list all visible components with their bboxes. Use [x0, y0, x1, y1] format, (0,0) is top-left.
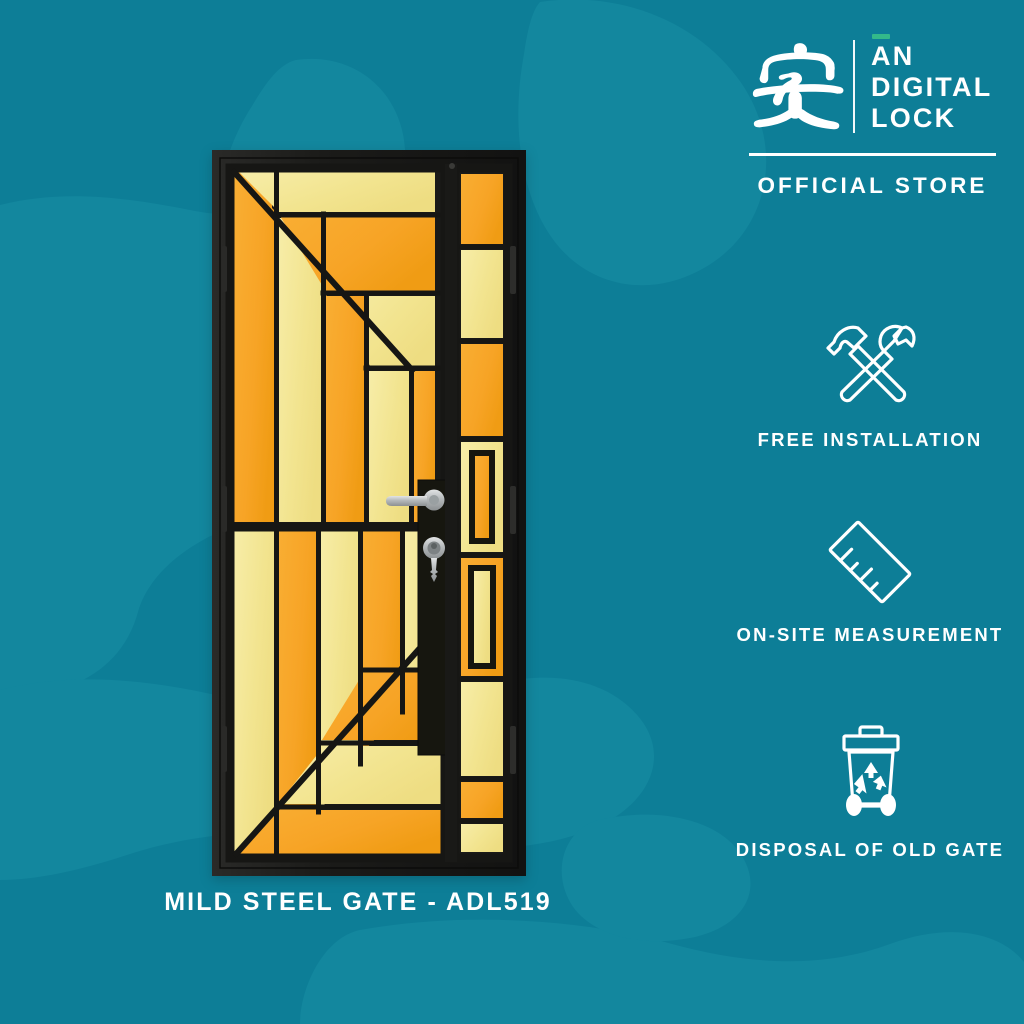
macron-accent: [872, 34, 890, 39]
brand-block: AN DIGITAL LOCK OFFICIAL STORE: [749, 34, 997, 199]
brand-an-text: AN: [871, 41, 915, 71]
brand-name-line3: LOCK: [871, 103, 957, 133]
product-title: MILD STEEL GATE - ADL519: [164, 888, 552, 916]
recycle-bin-icon: [842, 725, 900, 816]
feature-label: FREE INSTALLATION: [757, 429, 983, 450]
door-handle-hardware: [386, 489, 445, 511]
door-lock-cylinder: [423, 537, 445, 582]
feature-label: ON-SITE MEASUREMENT: [736, 624, 1004, 645]
ruler-icon: [828, 520, 912, 604]
feature-label: DISPOSAL OF OLD GATE: [735, 839, 1005, 860]
feature-onsite-measurement: ON-SITE MEASUREMENT: [716, 517, 1024, 646]
brand-wordmark: AN DIGITAL LOCK: [871, 34, 993, 134]
chinese-character-an-logo: [752, 42, 844, 129]
mild-steel-gate-illustration: [212, 150, 526, 876]
brand-feature-column: AN DIGITAL LOCK OFFICIAL STORE: [716, 0, 1024, 1024]
official-store-badge: OFFICIAL STORE: [757, 173, 988, 198]
product-image-panel: MILD STEEL GATE - ADL519: [164, 150, 550, 916]
feature-disposal-old-gate: DISPOSAL OF OLD GATE: [716, 722, 1024, 861]
brand-divider: [853, 40, 855, 133]
feature-free-installation: FREE INSTALLATION: [716, 322, 1024, 451]
brand-name-line1: AN: [871, 34, 992, 72]
brand-horizontal-rule: [749, 153, 996, 156]
brand-name-line2: DIGITAL: [871, 72, 993, 102]
hammer-wrench-icon: [826, 324, 916, 403]
